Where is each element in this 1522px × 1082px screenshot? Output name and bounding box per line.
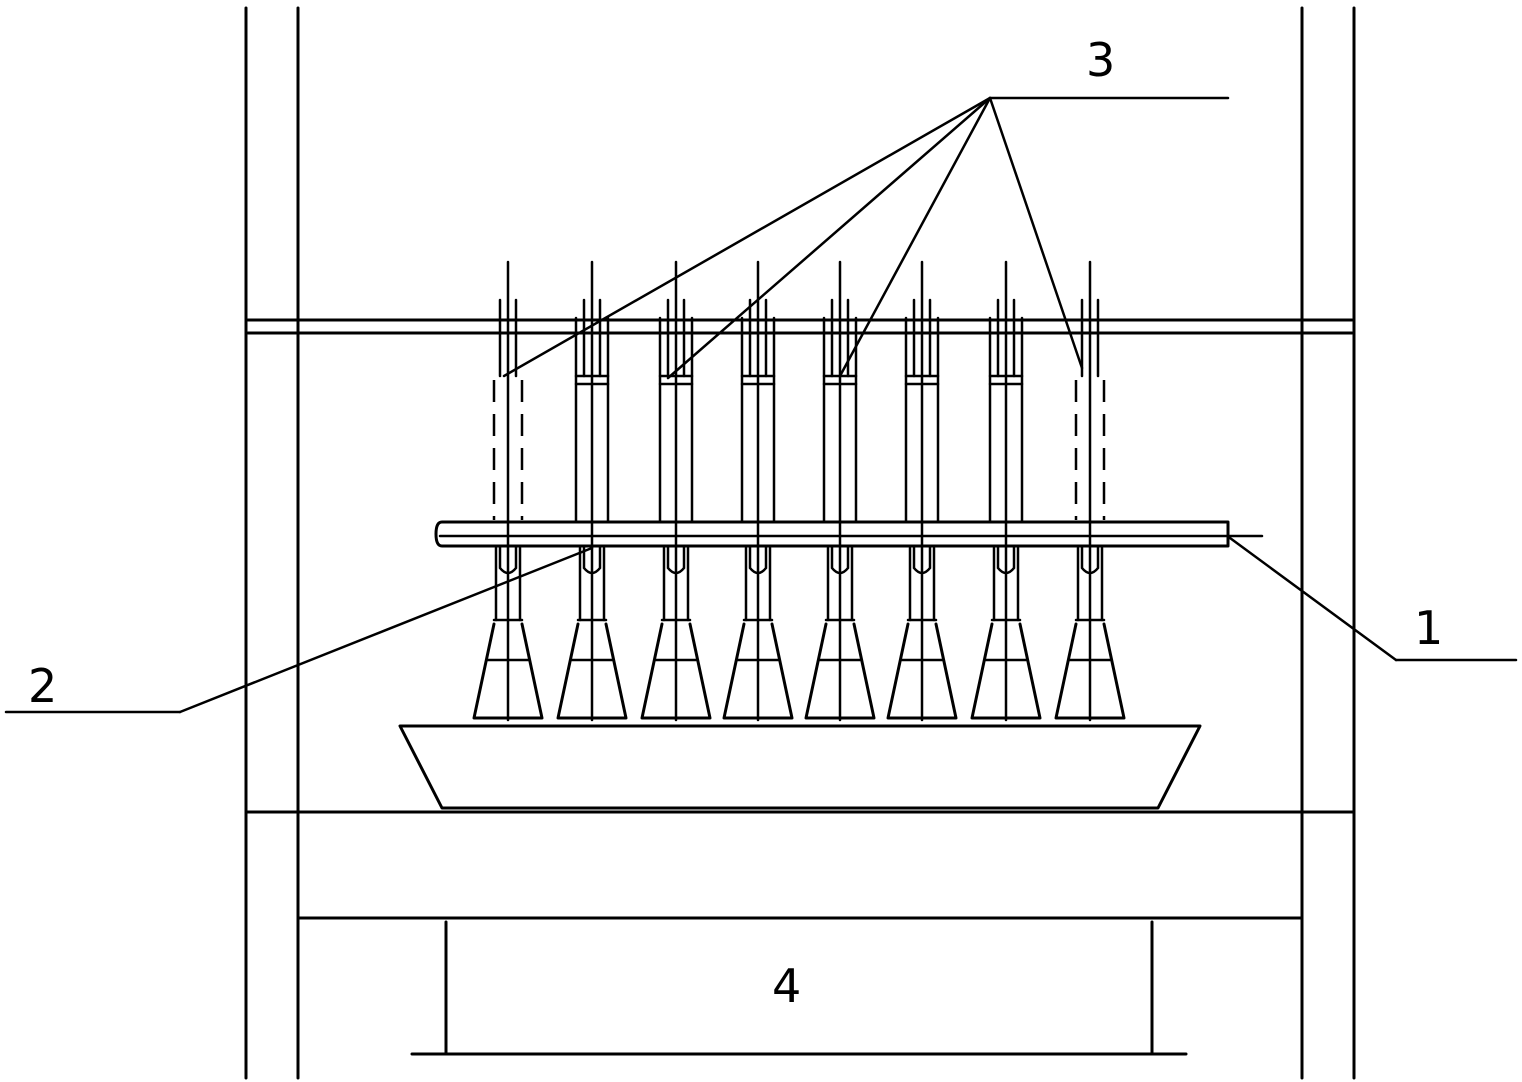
clip: [582, 544, 602, 575]
frame-posts: [244, 6, 1356, 1080]
clip: [498, 544, 518, 575]
flared-nozzle: [804, 622, 876, 720]
clip: [1080, 544, 1100, 575]
flared-nozzle: [1054, 622, 1126, 720]
clip: [666, 544, 686, 575]
clip: [996, 544, 1016, 575]
flared-nozzle: [640, 622, 712, 720]
flared-nozzle: [472, 622, 544, 720]
upper-beam: [246, 318, 1354, 335]
clip: [748, 544, 768, 575]
clip: [912, 544, 932, 575]
flared-nozzle: [970, 622, 1042, 720]
flared-nozzle: [886, 622, 958, 720]
leader-lines: [4, 96, 1518, 714]
label-part-3: 3: [1086, 33, 1115, 87]
part-4-box: [410, 920, 1188, 1056]
label-part-4: 4: [772, 959, 801, 1013]
middle-bar: [434, 520, 1230, 548]
flared-nozzle: [722, 622, 794, 720]
tray: [398, 724, 1202, 810]
nozzle-units: [472, 260, 1126, 722]
base-platform: [244, 810, 1356, 920]
label-part-2: 2: [28, 659, 57, 713]
label-part-1: 1: [1414, 601, 1443, 655]
clip: [830, 544, 850, 575]
flared-nozzle: [556, 622, 628, 720]
